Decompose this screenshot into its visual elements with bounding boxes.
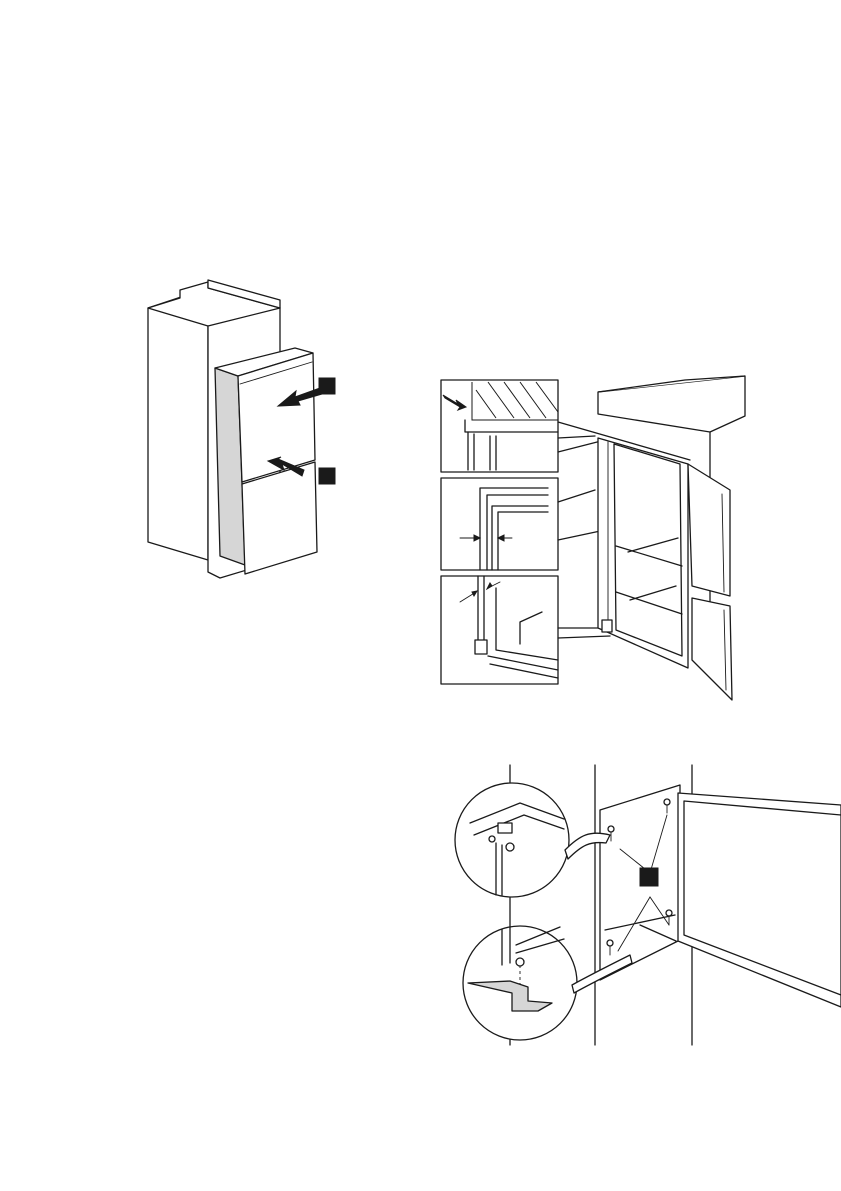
bottom-hinge — [475, 640, 487, 654]
hinge-block-bottom — [602, 620, 612, 632]
cabinet-insertion-figure — [120, 260, 380, 590]
detail-circle-top — [455, 783, 569, 897]
door-gap-detail-figure — [430, 360, 841, 720]
detail-inset-top — [441, 380, 558, 472]
cabinet-side-panel — [148, 288, 208, 560]
appliance-inner — [614, 444, 682, 656]
detail-inset-bottom — [441, 576, 558, 684]
cover-clip-top — [498, 823, 512, 833]
cabinet-right — [598, 376, 745, 432]
cabinet-insertion-drawing — [120, 260, 380, 590]
callout-box-b — [319, 468, 335, 484]
cover-fitting-figure — [440, 755, 841, 1060]
screw-detail-top — [506, 843, 514, 851]
detail-inset-middle — [441, 478, 558, 570]
screw-detail-bottom — [516, 958, 524, 966]
callout-box-c — [640, 868, 658, 886]
callout-box-a — [319, 378, 335, 394]
door-gap-drawing — [430, 360, 841, 720]
cover-fitting-drawing — [440, 755, 841, 1060]
